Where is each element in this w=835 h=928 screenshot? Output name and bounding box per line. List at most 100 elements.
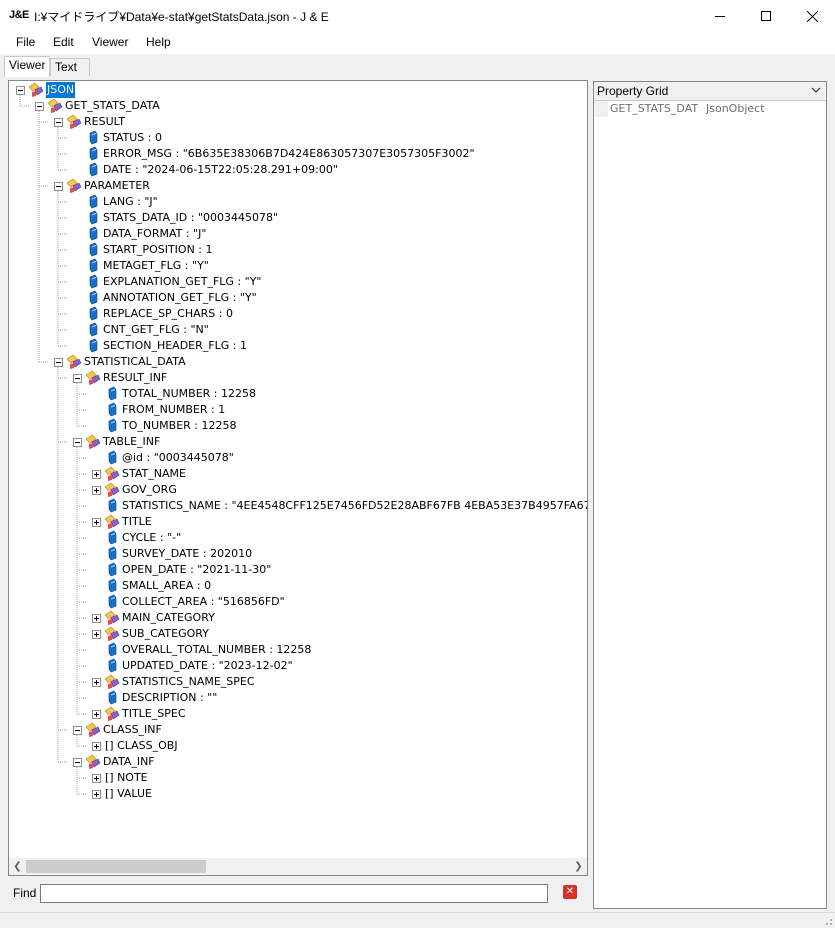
tree-value-node[interactable]: FROM_NUMBER : 1 <box>9 402 587 418</box>
tree-object-node[interactable]: [] VALUE <box>9 786 587 802</box>
tree-node-label: CLASS_INF <box>103 723 162 736</box>
expand-icon[interactable] <box>92 630 101 639</box>
collapse-icon[interactable] <box>54 182 63 191</box>
tree-value-node[interactable]: COLLECT_AREA : "516856FD" <box>9 594 587 610</box>
scroll-left-icon[interactable]: ❮ <box>13 861 22 872</box>
expand-icon[interactable] <box>92 678 101 687</box>
tree-value-node[interactable]: LANG : "J" <box>9 194 587 210</box>
expand-icon[interactable] <box>92 518 101 527</box>
expand-icon[interactable] <box>92 742 101 751</box>
object-node-icon <box>103 626 121 642</box>
tree-value-node[interactable]: SURVEY_DATE : 202010 <box>9 546 587 562</box>
collapse-icon[interactable] <box>73 726 82 735</box>
resize-grip-icon[interactable] <box>823 916 833 926</box>
tree-object-node[interactable]: STATISTICAL_DATA <box>9 354 587 370</box>
tree-object-node[interactable]: GET_STATS_DATA <box>9 98 587 114</box>
tab-text[interactable]: Text <box>50 58 90 76</box>
property-row[interactable]: GET_STATS_DAT JsonObject <box>594 101 826 117</box>
collapse-icon[interactable] <box>16 86 25 95</box>
menu-help[interactable]: Help <box>146 35 171 49</box>
expand-icon[interactable] <box>92 774 101 783</box>
tree-node-label: STATISTICAL_DATA <box>84 355 186 368</box>
tree-object-node[interactable]: RESULT <box>9 114 587 130</box>
clear-find-button[interactable]: ✕ <box>563 885 577 899</box>
expand-icon[interactable] <box>92 470 101 479</box>
tree-value-node[interactable]: EXPLANATION_GET_FLG : "Y" <box>9 274 587 290</box>
tree-value-node[interactable]: STATISTICS_NAME : "4EE4548CFF125E7456FD5… <box>9 498 587 514</box>
collapse-icon[interactable] <box>35 102 44 111</box>
tree-object-node[interactable]: [] NOTE <box>9 770 587 786</box>
tree-value-node[interactable]: STATUS : 0 <box>9 130 587 146</box>
value-node-icon <box>103 450 121 466</box>
tree-value-node[interactable]: TOTAL_NUMBER : 12258 <box>9 386 587 402</box>
tree-object-node[interactable]: GOV_ORG <box>9 482 587 498</box>
tree-object-node[interactable]: MAIN_CATEGORY <box>9 610 587 626</box>
tree-object-node[interactable]: CLASS_INF <box>9 722 587 738</box>
collapse-icon[interactable] <box>73 374 82 383</box>
scroll-right-icon[interactable]: ❯ <box>574 861 583 872</box>
tree-value-node[interactable]: TO_NUMBER : 12258 <box>9 418 587 434</box>
tree-value-node[interactable]: START_POSITION : 1 <box>9 242 587 258</box>
tree-value-node[interactable]: SMALL_AREA : 0 <box>9 578 587 594</box>
tree-value-node[interactable]: CNT_GET_FLG : "N" <box>9 322 587 338</box>
object-node-icon <box>103 514 121 530</box>
expand-icon[interactable] <box>92 614 101 623</box>
tree-object-node[interactable]: TITLE_SPEC <box>9 706 587 722</box>
tree-value-node[interactable]: DATA_FORMAT : "J" <box>9 226 587 242</box>
tree-value-node[interactable]: OPEN_DATE : "2021-11-30" <box>9 562 587 578</box>
tree-value-node[interactable]: STATS_DATA_ID : "0003445078" <box>9 210 587 226</box>
menu-file[interactable]: File <box>16 35 36 49</box>
tree-value-node[interactable]: SECTION_HEADER_FLG : 1 <box>9 338 587 354</box>
tree-value-node[interactable]: UPDATED_DATE : "2023-12-02" <box>9 658 587 674</box>
collapse-icon[interactable] <box>73 438 82 447</box>
collapse-icon[interactable] <box>73 758 82 767</box>
tree-object-node[interactable]: DATA_INF <box>9 754 587 770</box>
tab-viewer[interactable]: Viewer <box>4 56 50 77</box>
tree-value-node[interactable]: @id : "0003445078" <box>9 450 587 466</box>
tree-value-node[interactable]: CYCLE : "-" <box>9 530 587 546</box>
object-node-icon <box>65 114 83 130</box>
tree-object-node[interactable]: TABLE_INF <box>9 434 587 450</box>
value-node-icon <box>103 642 121 658</box>
menu-viewer[interactable]: Viewer <box>92 35 129 49</box>
value-node-icon <box>84 210 102 226</box>
tree-object-node[interactable]: STATISTICS_NAME_SPEC <box>9 674 587 690</box>
find-input[interactable] <box>40 884 548 903</box>
tree-object-node[interactable]: JSON <box>9 82 587 98</box>
menu-edit[interactable]: Edit <box>53 35 74 49</box>
tree-object-node[interactable]: PARAMETER <box>9 178 587 194</box>
tree-node-label: DESCRIPTION : "" <box>122 691 218 704</box>
collapse-icon[interactable] <box>54 358 63 367</box>
tree-node-label: [] CLASS_OBJ <box>105 739 178 752</box>
tree-node-label: JSON <box>46 82 76 98</box>
maximize-button[interactable] <box>743 0 789 32</box>
property-grid-header[interactable]: Property Grid <box>594 82 826 101</box>
expand-icon[interactable] <box>92 790 101 799</box>
expand-icon[interactable] <box>92 710 101 719</box>
horizontal-scrollbar[interactable]: ❮ ❯ <box>9 858 587 875</box>
tree-value-node[interactable]: ERROR_MSG : "6B635E38306B7D424E863057307… <box>9 146 587 162</box>
tree-value-node[interactable]: ANNOTATION_GET_FLG : "Y" <box>9 290 587 306</box>
tree-node-label: FROM_NUMBER : 1 <box>122 403 226 416</box>
tree-node-label: GET_STATS_DATA <box>65 99 160 112</box>
close-button[interactable] <box>789 0 835 32</box>
tree-value-node[interactable]: OVERALL_TOTAL_NUMBER : 12258 <box>9 642 587 658</box>
tree-node-label: SMALL_AREA : 0 <box>122 579 212 592</box>
tree-object-node[interactable]: SUB_CATEGORY <box>9 626 587 642</box>
chevron-down-icon[interactable] <box>810 83 822 97</box>
tree-object-node[interactable]: STAT_NAME <box>9 466 587 482</box>
scrollbar-thumb[interactable] <box>26 860 206 873</box>
tree-value-node[interactable]: DESCRIPTION : "" <box>9 690 587 706</box>
tree-node-label: PARAMETER <box>84 179 150 192</box>
minimize-button[interactable] <box>697 0 743 32</box>
collapse-icon[interactable] <box>54 118 63 127</box>
tree-value-node[interactable]: DATE : "2024-06-15T22:05:28.291+09:00" <box>9 162 587 178</box>
value-node-icon <box>103 562 121 578</box>
tree-object-node[interactable]: TITLE <box>9 514 587 530</box>
expand-icon[interactable] <box>92 486 101 495</box>
tree-object-node[interactable]: [] CLASS_OBJ <box>9 738 587 754</box>
tree-value-node[interactable]: METAGET_FLG : "Y" <box>9 258 587 274</box>
tree-object-node[interactable]: RESULT_INF <box>9 370 587 386</box>
tree-value-node[interactable]: REPLACE_SP_CHARS : 0 <box>9 306 587 322</box>
